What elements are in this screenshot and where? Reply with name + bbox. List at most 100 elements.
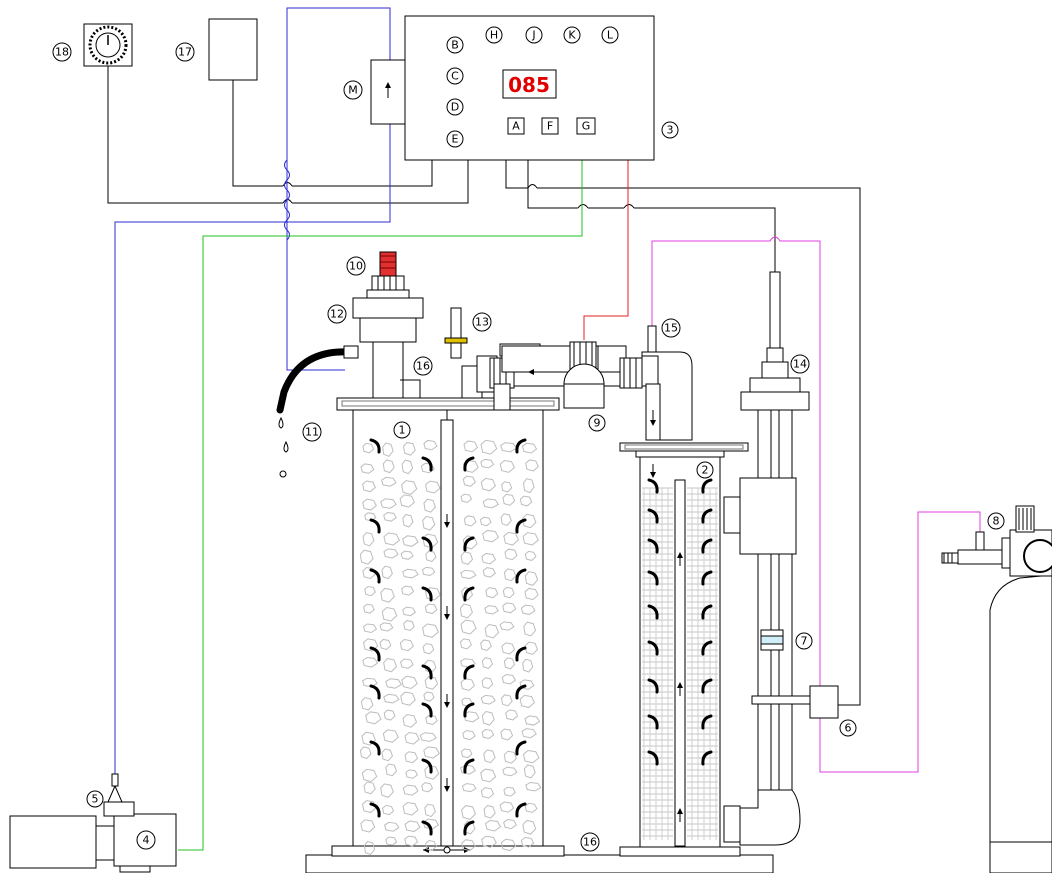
flow-curve-arrow [701,714,713,730]
media-rock [499,459,515,473]
media-rock [399,639,414,652]
flow-curve-arrow [647,478,659,494]
media-rock [482,529,500,543]
media-rock [383,658,398,673]
media-rock [483,805,496,819]
media-rock [461,805,477,820]
svg-text:4: 4 [143,834,150,847]
flow-curve-arrow [369,740,381,756]
media-rock [380,783,394,798]
magenta-wire [651,236,981,773]
label-10: 10 [346,256,366,276]
media-rock [424,603,438,615]
flow-curve-arrow [515,518,527,534]
blue-wire-wave [284,159,290,241]
button-a[interactable]: A [507,117,525,135]
button-k[interactable]: K [563,26,581,44]
label-9: 9 [588,414,606,432]
flow-curve-arrow [421,820,433,836]
label-11: 11 [302,422,322,442]
media-rock [425,714,438,725]
media-rock [460,748,473,759]
flow-curve-arrow [369,646,381,662]
button-e[interactable]: E [446,130,464,148]
media-rock [361,731,377,746]
reactor2-flow-arrows [647,464,713,822]
media-rock [362,566,376,580]
media-rock [524,641,539,656]
flow-curve-arrow [701,538,713,554]
media-rock [460,551,474,565]
media-rock [500,728,514,741]
label-13: 13 [472,312,492,332]
label-12: 12 [327,304,347,324]
media-rock [380,476,397,487]
media-rock [524,571,539,586]
media-rock [525,781,542,792]
media-rock [503,819,518,830]
media-rock [401,675,418,690]
flow-curve-arrow [369,802,381,818]
svg-text:A: A [512,120,520,133]
media-rock [424,675,439,690]
media-rock [502,493,516,506]
media-rock [383,548,399,559]
svg-text:16: 16 [416,360,430,373]
media-rock [460,619,477,635]
media-rock [499,801,515,813]
button-d[interactable]: D [446,98,464,116]
button-b[interactable]: B [446,36,464,54]
media-rock [522,819,537,835]
media-rock [425,839,437,852]
media-rock [522,532,539,546]
svg-text:5: 5 [92,793,99,806]
media-rock [522,749,540,764]
controller-display-value: 085 [508,73,550,97]
flow-curve-arrow [463,586,475,602]
button-c[interactable]: C [446,67,464,85]
media-rock [482,567,496,578]
media-rock [460,658,476,668]
media-rock [503,750,517,764]
button-g[interactable]: G [576,117,596,135]
media-rock [385,836,398,846]
button-l[interactable]: L [601,26,619,44]
media-rock [520,836,535,848]
svg-text:2: 2 [702,464,709,477]
dosing-pump [9,773,177,873]
svg-text:B: B [451,39,459,52]
part-number-labels: 1 2 3 4 5 6 7 8 9 10 11 12 13 14 15 16 1… [52,42,1005,852]
flow-curve-arrow [463,664,475,680]
button-j[interactable]: J [525,26,543,44]
media-rock [462,475,476,487]
media-rock [363,638,379,652]
button-f[interactable]: F [541,117,559,135]
svg-text:16: 16 [583,836,597,849]
media-rock [402,801,419,816]
media-rock [359,746,372,760]
flow-curve-arrow [647,538,659,554]
flow-curve-arrow [515,684,527,700]
label-8: 8 [987,512,1005,530]
media-rock [522,478,535,494]
button-h[interactable]: H [485,26,503,44]
flow-curve-arrow [421,758,433,774]
media-rock [425,480,441,494]
label-18: 18 [52,42,72,62]
media-rock [383,709,396,721]
flow-curve-arrow [647,678,659,694]
flow-curve-arrow [463,456,475,472]
media-rock [401,459,414,475]
media-rock [481,710,495,726]
media-rock [481,677,494,690]
flow-curve-arrow [515,802,527,818]
svg-text:8: 8 [993,515,1000,528]
media-rock [421,782,434,793]
media-rock [484,819,502,832]
module-label-m: M [343,80,363,100]
media-rock [523,621,537,637]
media-rock [380,587,395,603]
media-rock [522,513,537,529]
label-15: 15 [661,318,681,338]
media-rock [521,442,538,454]
